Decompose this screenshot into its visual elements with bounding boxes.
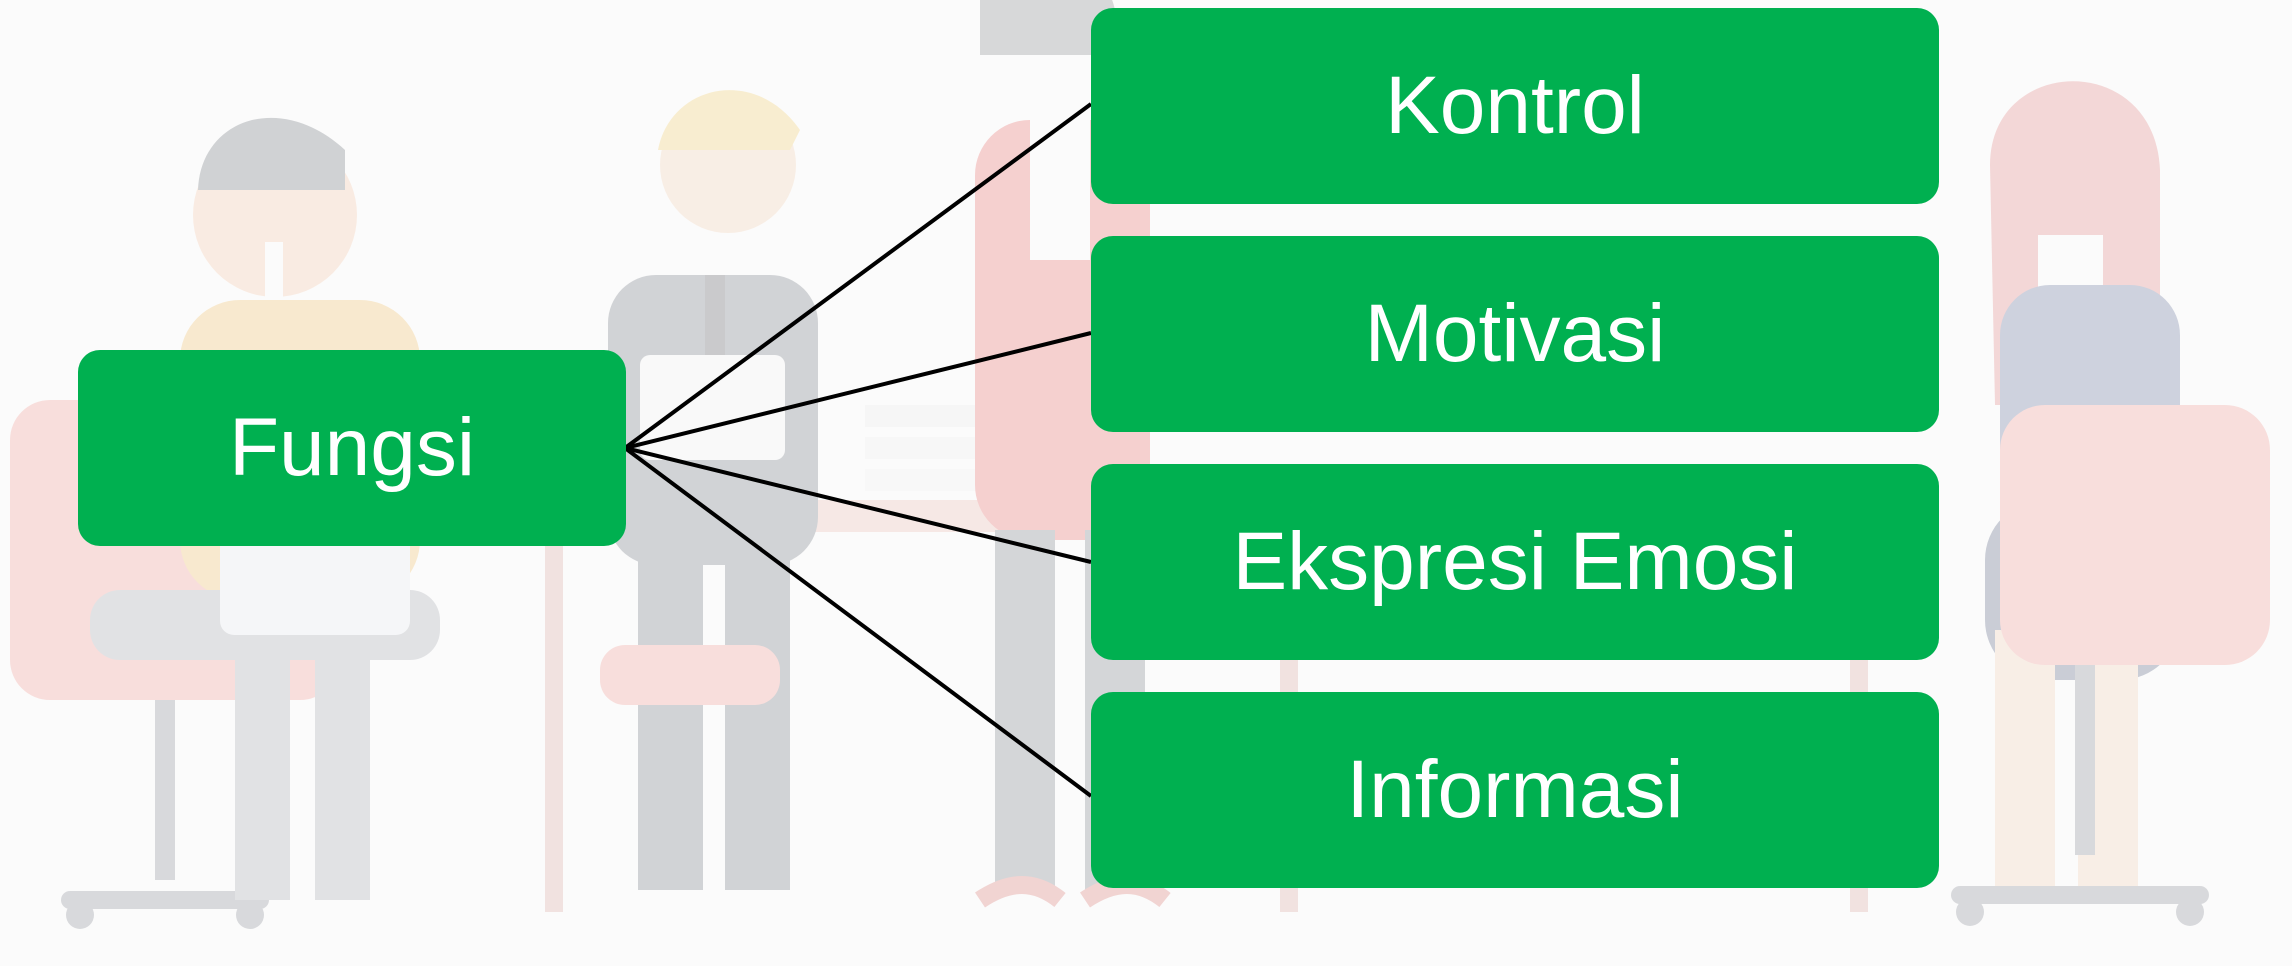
motivasi-label: Motivasi [1364,288,1666,379]
connector-to-motivasi [624,331,1092,450]
fungsi-label: Fungsi [228,402,476,493]
fungsi-node: Fungsi [78,350,626,546]
ekspresi-emosi-node: Ekspresi Emosi [1091,464,1939,660]
ekspresi-emosi-label: Ekspresi Emosi [1232,516,1798,607]
informasi-label: Informasi [1346,744,1684,835]
connector-to-informasi [623,446,1093,798]
motivasi-node: Motivasi [1091,236,1939,432]
person-center-left-illustration [600,90,1020,890]
connector-to-ekspresi-emosi [624,446,1092,564]
informasi-node: Informasi [1091,692,1939,888]
person-right-illustration [1951,81,2270,926]
kontrol-label: Kontrol [1385,60,1645,151]
kontrol-node: Kontrol [1091,8,1939,204]
connector-to-kontrol [623,102,1093,450]
